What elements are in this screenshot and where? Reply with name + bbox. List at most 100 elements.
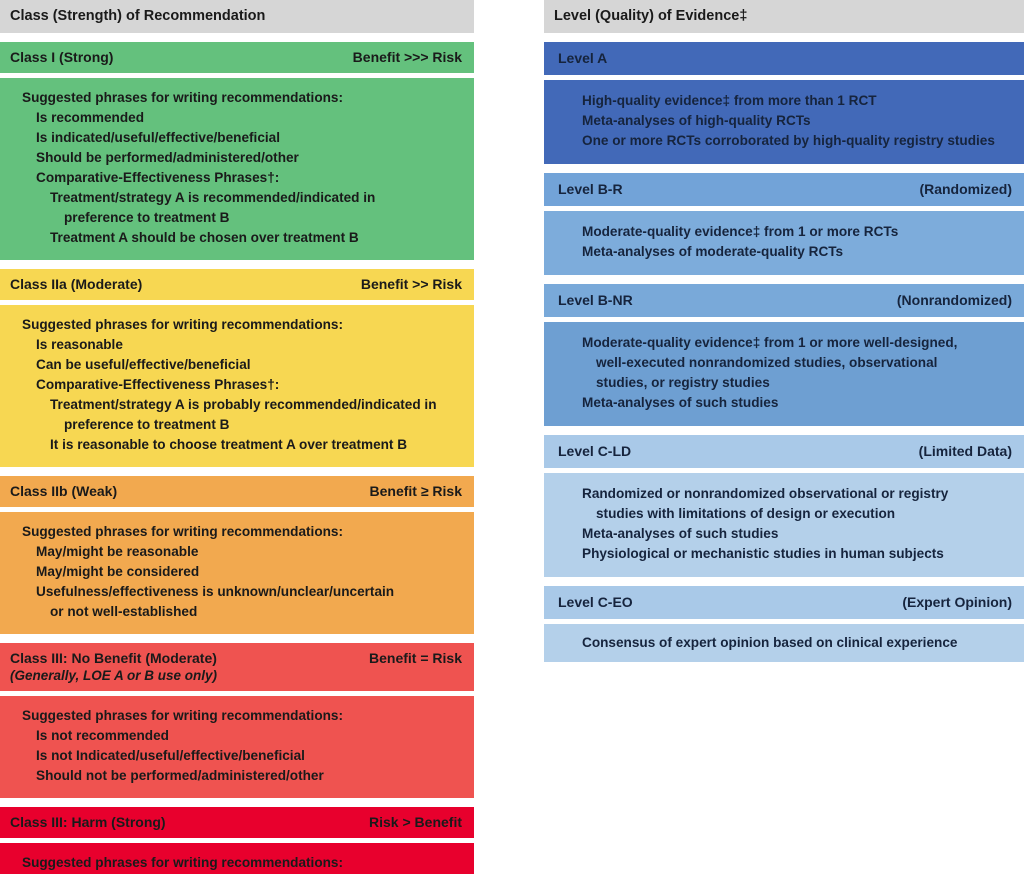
loe-section-title: Level A xyxy=(558,50,608,66)
spacer xyxy=(544,164,1024,173)
cor-section-title-group: Class I (Strong) xyxy=(10,49,113,66)
cor-phrase-line: Treatment/strategy A is probably recomme… xyxy=(50,397,437,412)
cor-phrase-line: Should be performed/administered/other xyxy=(36,150,299,165)
loe-section-body: Consensus of expert opinion based on cli… xyxy=(544,624,1024,662)
cor-section-title: Class III: Harm (Strong) xyxy=(10,814,166,830)
cor-section-subtitle: (Generally, LOE A or B use only) xyxy=(10,668,218,683)
loe-section-band: Level B-R (Randomized) xyxy=(544,173,1024,206)
loe-section-qualifier: (Randomized) xyxy=(919,181,1012,197)
cor-phrase-line: or not well-established xyxy=(50,604,198,619)
cor-phrase-line: Can be useful/effective/beneficial xyxy=(36,357,251,372)
loe-section-title: Level B-NR xyxy=(558,292,633,308)
loe-evidence-line: Moderate-quality evidence‡ from 1 or mor… xyxy=(582,224,899,239)
loe-evidence-line: Meta-analyses of high-quality RCTs xyxy=(582,113,811,128)
spacer xyxy=(0,634,474,643)
cor-section-body: Suggested phrases for writing recommenda… xyxy=(0,512,474,634)
loe-evidence-line: Moderate-quality evidence‡ from 1 or mor… xyxy=(582,335,958,350)
cor-section-body: Suggested phrases for writing recommenda… xyxy=(0,78,474,260)
cor-phrase-line: Is not Indicated/useful/effective/benefi… xyxy=(36,748,305,763)
cor-phrase-line: Treatment/strategy A is recommended/indi… xyxy=(50,190,376,205)
loe-section-list: Level A High-quality evidence‡ from more … xyxy=(544,42,1024,671)
loe-section-qualifier: (Expert Opinion) xyxy=(902,594,1012,610)
cor-section-title: Class III: No Benefit (Moderate) xyxy=(10,650,217,666)
cor-section-band: Class IIa (Moderate) Benefit >> Risk xyxy=(0,269,474,300)
loe-evidence-line: Meta-analyses of such studies xyxy=(582,526,779,541)
cor-benefit-risk-label: Benefit >> Risk xyxy=(360,276,462,292)
cor-section-title-group: Class IIb (Weak) xyxy=(10,483,117,500)
loe-section-body: Moderate-quality evidence‡ from 1 or mor… xyxy=(544,322,1024,426)
cor-phrase-line: preference to treatment B xyxy=(64,210,230,225)
cor-phrase-line: Suggested phrases for writing recommenda… xyxy=(22,90,344,105)
cor-phrase-line: Treatment A should be chosen over treatm… xyxy=(50,230,359,245)
loe-section-band: Level C-LD (Limited Data) xyxy=(544,435,1024,468)
loe-evidence-line: studies, or registry studies xyxy=(596,375,770,390)
cor-phrase-line: Suggested phrases for writing recommenda… xyxy=(22,524,344,539)
loe-section: Level B-NR(Nonrandomized) Moderate-qualit… xyxy=(544,284,1024,435)
cor-phrase-line: preference to treatment B xyxy=(64,417,230,432)
loe-section-band: Level B-NR(Nonrandomized) xyxy=(544,284,1024,317)
cor-section-band: Class III: Harm (Strong) Risk > Benefit xyxy=(0,807,474,838)
spacer xyxy=(0,467,474,476)
cor-section-band: Class IIb (Weak) Benefit ≥ Risk xyxy=(0,476,474,507)
loe-section-title: Level C-LD xyxy=(558,443,632,459)
cor-section-title-group: Class IIa (Moderate) xyxy=(10,276,142,293)
cor-section: Class III: No Benefit (Moderate) (General… xyxy=(0,643,474,807)
spacer xyxy=(544,275,1024,284)
loe-evidence-line: Physiological or mechanistic studies in … xyxy=(582,546,944,561)
cor-benefit-risk-label: Benefit ≥ Risk xyxy=(369,483,462,499)
cor-phrase-line: Suggested phrases for writing recommenda… xyxy=(22,855,344,870)
cor-phrase-line: Is reasonable xyxy=(36,337,123,352)
cor-phrase-line: It is reasonable to choose treatment A o… xyxy=(50,437,408,452)
cor-section-title-group: Class III: Harm (Strong) xyxy=(10,814,166,831)
spacer xyxy=(544,577,1024,586)
spacer xyxy=(0,260,474,269)
cor-phrase-line: Is indicated/useful/effective/beneficial xyxy=(36,130,281,145)
spacer xyxy=(544,426,1024,435)
cor-phrase-line: Suggested phrases for writing recommenda… xyxy=(22,317,344,332)
loe-column-header: Level (Quality) of Evidence‡ xyxy=(544,0,1024,33)
spacer xyxy=(0,798,474,807)
loe-section-body: High-quality evidence‡ from more than 1 … xyxy=(544,80,1024,164)
cor-phrase-line: Comparative-Effectiveness Phrases†: xyxy=(36,170,280,185)
loe-evidence-line: studies with limitations of design or ex… xyxy=(596,506,896,521)
spacer xyxy=(544,33,1024,42)
cor-section-band: Class III: No Benefit (Moderate) (General… xyxy=(0,643,474,691)
cor-section-band: Class I (Strong) Benefit >>> Risk xyxy=(0,42,474,73)
loe-section: Level C-EO (Expert Opinion) Consensus of e… xyxy=(544,586,1024,671)
cor-column-header: Class (Strength) of Recommendation xyxy=(0,0,474,33)
cor-phrase-line: Comparative-Effectiveness Phrases†: xyxy=(36,377,280,392)
cor-section-title-group: Class III: No Benefit (Moderate) (General… xyxy=(10,650,217,684)
loe-evidence-line: High-quality evidence‡ from more than 1 … xyxy=(582,93,877,108)
cor-phrase-line: Is recommended xyxy=(36,110,145,125)
loe-evidence-line: One or more RCTs corroborated by high-qu… xyxy=(582,133,995,148)
loe-section-body: Moderate-quality evidence‡ from 1 or mor… xyxy=(544,211,1024,275)
level-of-evidence-column: Level (Quality) of Evidence‡ Level A High… xyxy=(544,0,1024,671)
cor-section-body: Suggested phrases for writing recommenda… xyxy=(0,696,474,798)
cor-section-body: Suggested phrases for writing recommenda… xyxy=(0,305,474,467)
loe-evidence-line: Randomized or nonrandomized observationa… xyxy=(582,486,949,501)
class-of-recommendation-column: Class (Strength) of Recommendation Class… xyxy=(0,0,474,874)
spacer xyxy=(0,33,474,42)
loe-section-body: Randomized or nonrandomized observationa… xyxy=(544,473,1024,577)
cor-benefit-risk-label: Benefit >>> Risk xyxy=(352,49,462,65)
cor-phrase-line: Is not recommended xyxy=(36,728,169,743)
loe-section-title: Level B-R xyxy=(558,181,623,197)
loe-evidence-line: Consensus of expert opinion based on cli… xyxy=(582,635,958,650)
cor-benefit-risk-label: Risk > Benefit xyxy=(369,814,462,830)
cor-phrase-line: Usefulness/effectiveness is unknown/uncl… xyxy=(36,584,395,599)
cor-section-body: Suggested phrases for writing recommenda… xyxy=(0,843,474,874)
loe-section-title: Level C-EO xyxy=(558,594,633,610)
cor-phrase-line: May/might be reasonable xyxy=(36,544,199,559)
loe-section-qualifier: (Limited Data) xyxy=(918,443,1012,459)
loe-section-band: Level C-EO (Expert Opinion) xyxy=(544,586,1024,619)
cor-benefit-risk-label: Benefit = Risk xyxy=(369,650,462,666)
cor-phrase-line: Should not be performed/administered/oth… xyxy=(36,768,324,783)
cor-phrase-line: Suggested phrases for writing recommenda… xyxy=(22,708,344,723)
loe-section-band: Level A xyxy=(544,42,1024,75)
cor-phrase-line: May/might be considered xyxy=(36,564,200,579)
